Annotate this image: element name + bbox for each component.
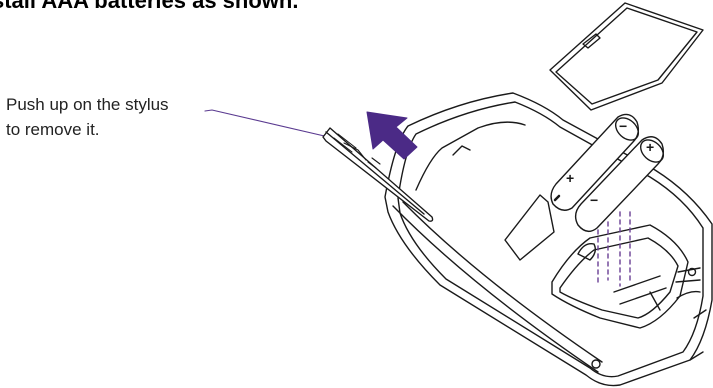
battery-1-plus-mark: + [566, 170, 574, 186]
device-body [385, 93, 712, 386]
battery-door [550, 3, 703, 110]
battery-1-minus-mark: − [619, 118, 627, 134]
battery-2-minus-mark: − [590, 192, 598, 208]
callout-leader-line [205, 110, 333, 138]
battery-2-plus-mark: + [646, 139, 654, 155]
